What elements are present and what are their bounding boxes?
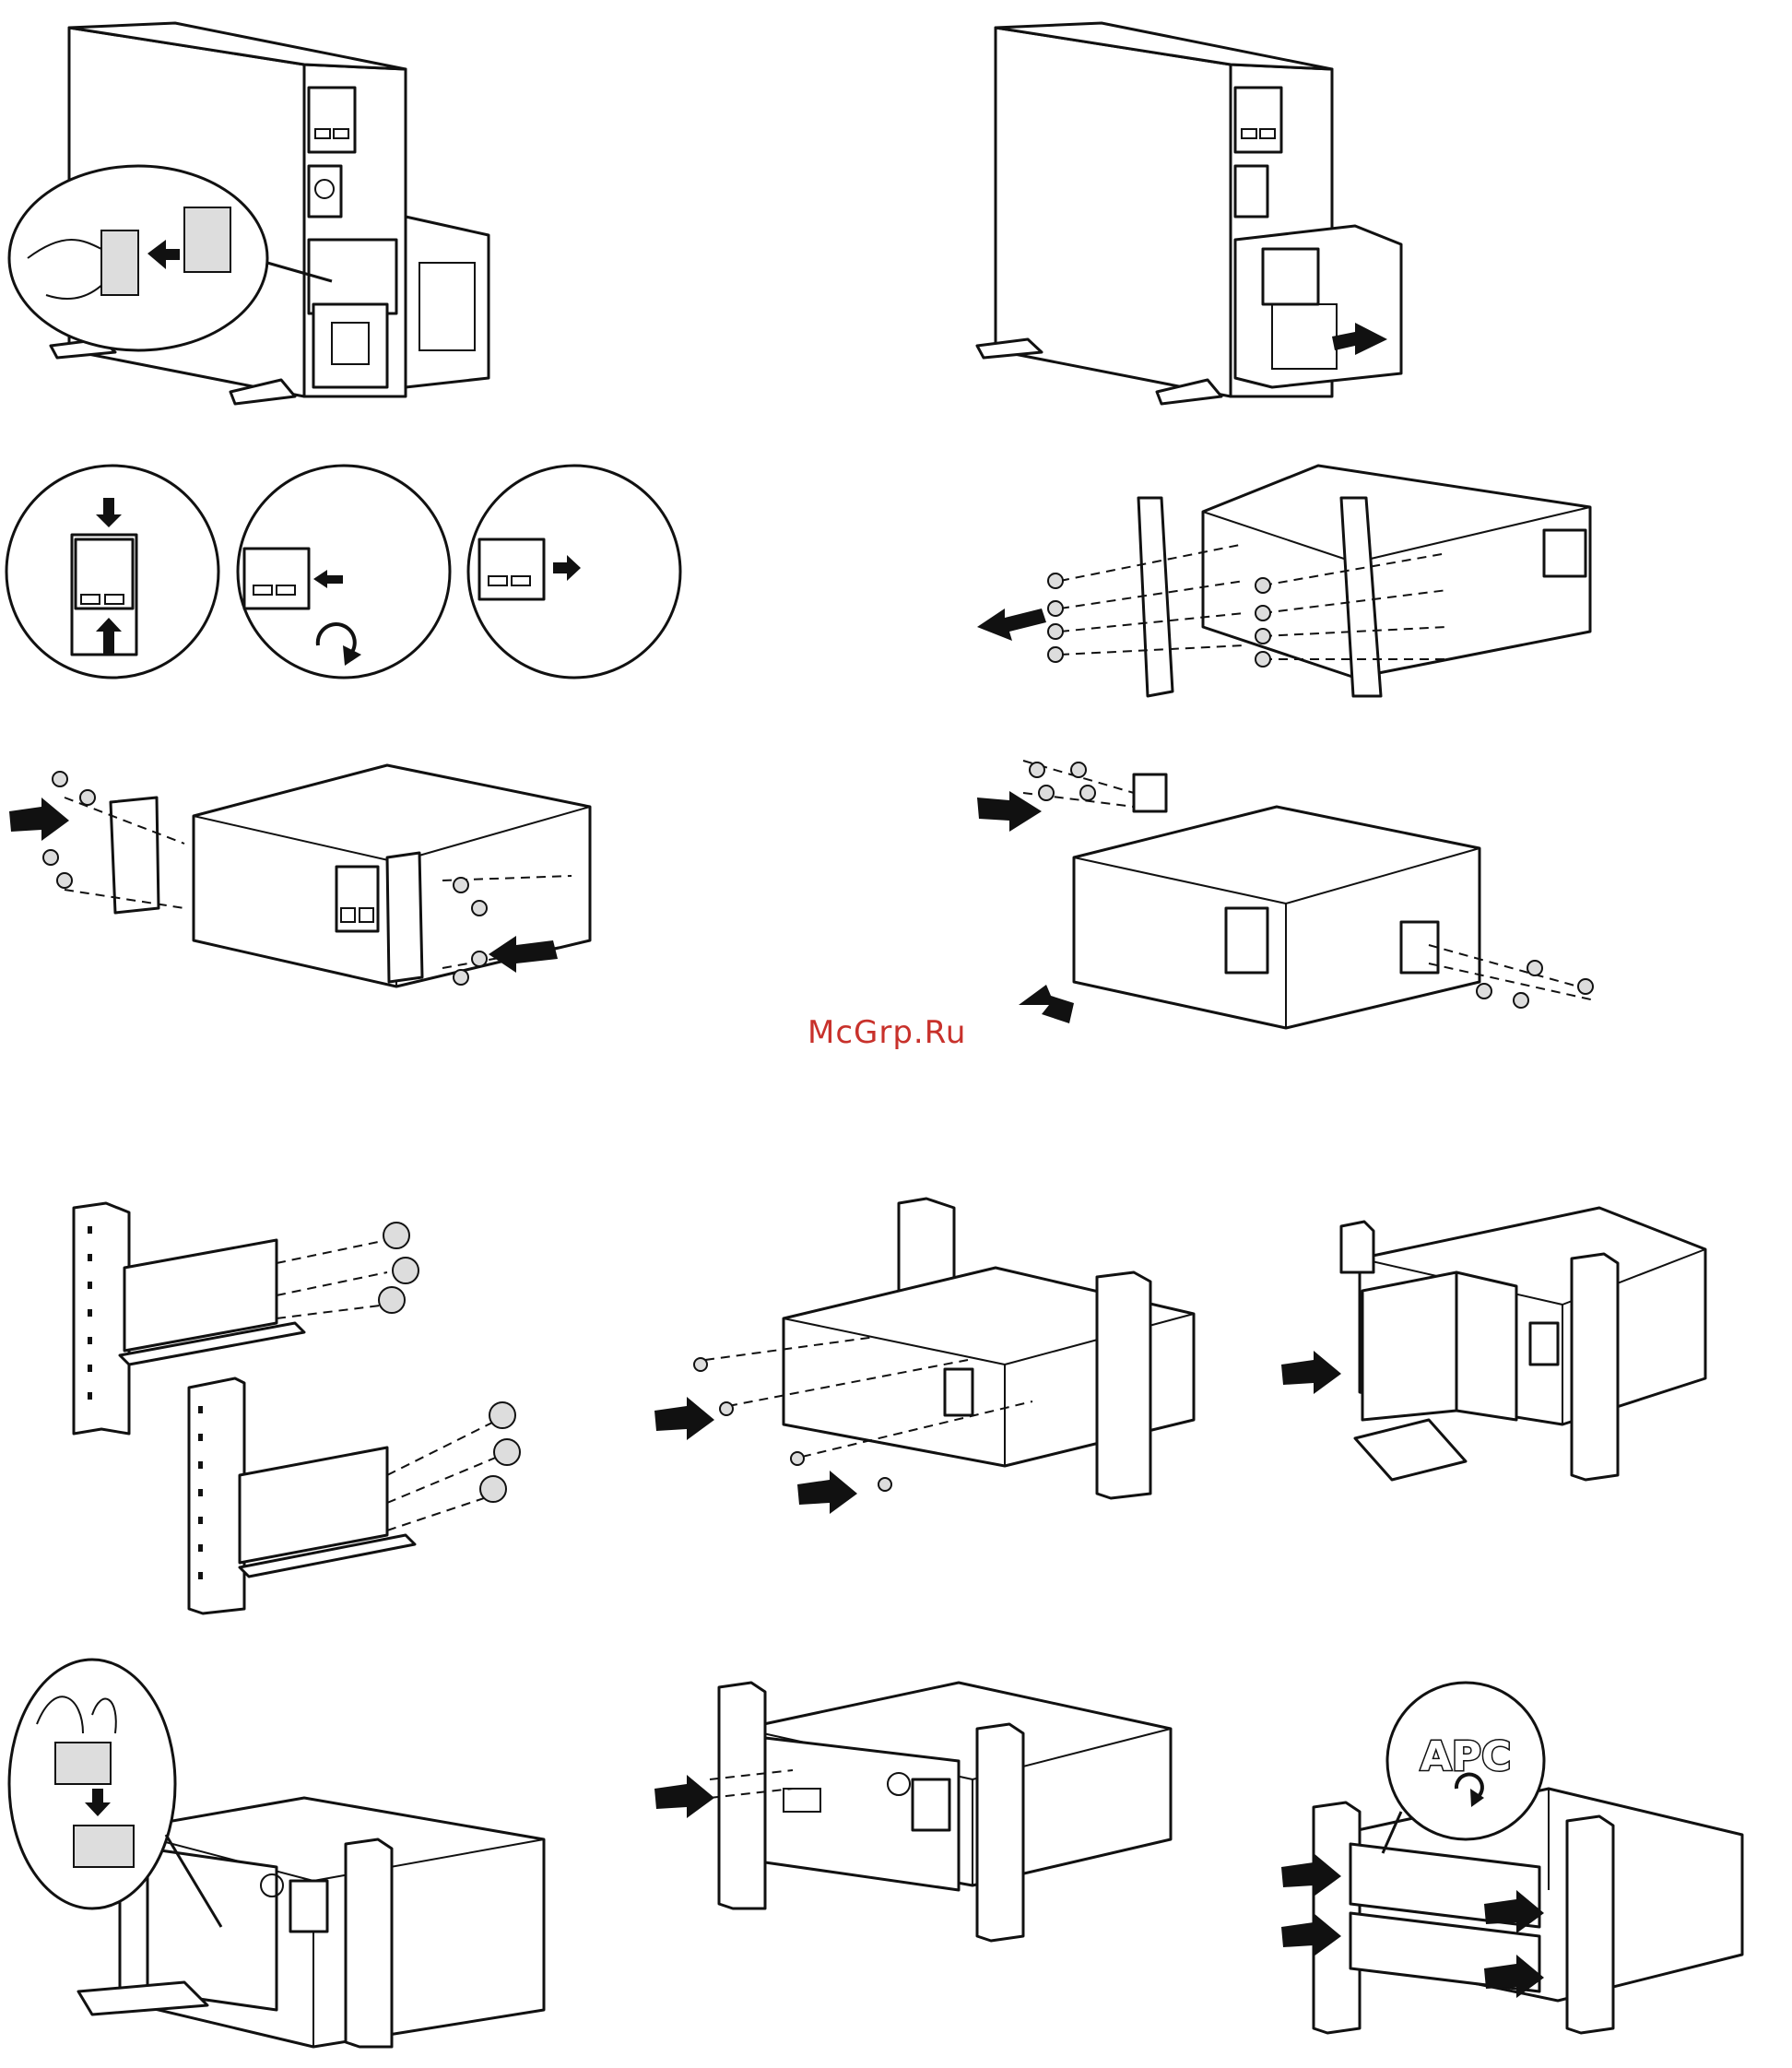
push-arrow-icon <box>1281 1351 1341 1394</box>
watermark: McGrp.Ru <box>808 1014 992 1060</box>
tower-ups-icon <box>968 18 1447 406</box>
rack-post-icon <box>645 1199 1217 1567</box>
screw-icon <box>968 461 1604 701</box>
rack-post-icon <box>55 1199 535 1623</box>
logo-rotate-icon: APC <box>1263 1660 1742 2047</box>
connector-icon <box>0 1660 553 2047</box>
screw-icon <box>968 756 1613 1033</box>
figure-display-rotate-steps <box>0 461 682 682</box>
figure-tower-battery-disconnect <box>0 18 516 406</box>
screw-icon <box>0 756 608 1005</box>
figure-attach-front-bezel-logo: APC <box>1263 1660 1742 2047</box>
push-arrow-icon <box>977 791 1074 1023</box>
figure-insert-battery-rack <box>1263 1199 1724 1494</box>
pull-arrow-icon <box>977 609 1046 641</box>
push-arrow-icon <box>654 1775 714 1818</box>
tower-ups-icon <box>0 18 516 406</box>
figure-attach-handles <box>968 756 1613 1033</box>
figure-attach-rack-ears <box>0 756 608 1005</box>
figure-slide-unit-into-rack <box>645 1199 1217 1567</box>
figure-attach-front-bezel <box>645 1660 1180 1955</box>
bezel-icon <box>645 1660 1180 1955</box>
battery-pack-icon <box>1263 1199 1724 1494</box>
figure-tower-battery-pull-out <box>968 18 1447 406</box>
figure-connect-battery-rack <box>0 1660 553 2047</box>
display-module-icon <box>0 461 682 682</box>
figure-remove-feet-rails <box>968 461 1604 701</box>
figure-install-rack-rails <box>55 1199 535 1623</box>
